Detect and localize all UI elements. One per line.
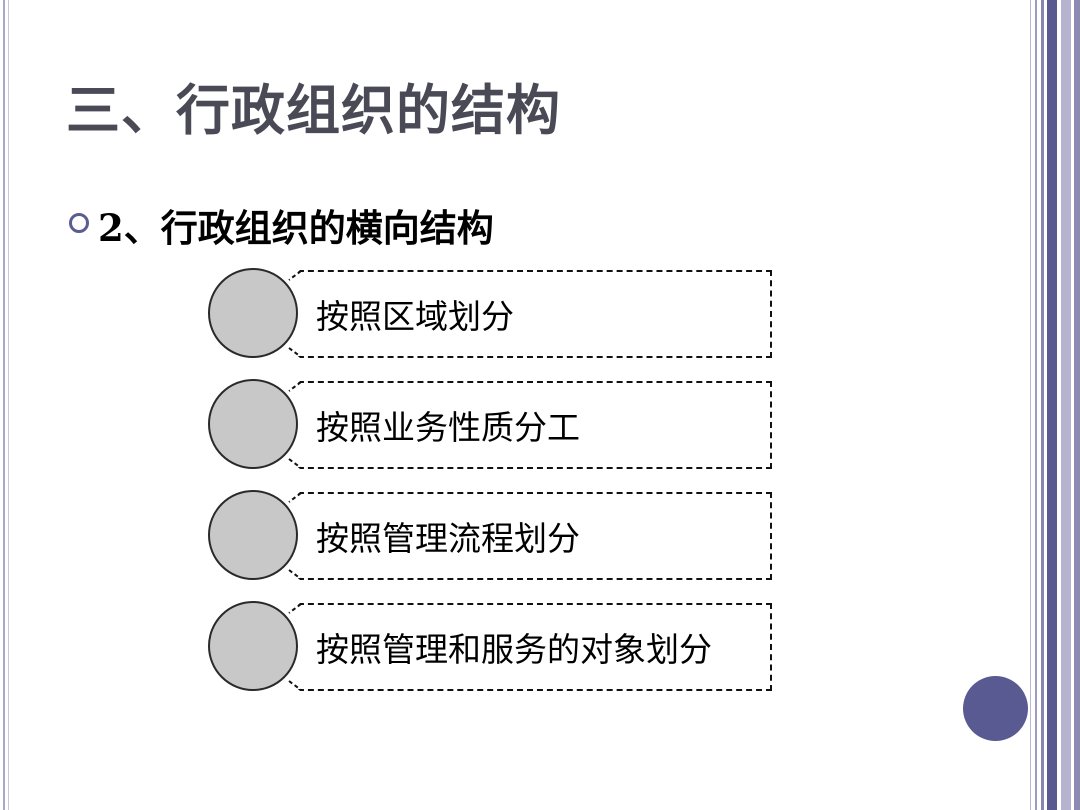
circle-icon	[208, 268, 298, 358]
dashed-label-box	[288, 381, 772, 469]
list-item: 按照管理和服务的对象划分	[206, 601, 776, 693]
dashed-label-box	[288, 270, 772, 358]
list-item: 按照业务性质分工	[206, 379, 776, 471]
box-bevel-edge	[288, 381, 302, 469]
list-item: 按照管理流程划分	[206, 490, 776, 582]
item-label: 按照管理和服务的对象划分	[316, 630, 712, 669]
dashed-label-box	[288, 603, 772, 691]
stripe	[1030, 0, 1031, 810]
slide-subtitle: 2、行政组织的横向结构	[98, 206, 494, 250]
dashed-label-box	[288, 492, 772, 580]
slide-title: 三、行政组织的结构	[66, 78, 561, 142]
item-label: 按照业务性质分工	[316, 408, 580, 447]
box-bevel-edge	[288, 270, 302, 358]
circle-icon	[208, 601, 298, 691]
left-border-line	[3, 0, 5, 810]
left-border-line-thin	[8, 0, 9, 810]
stripe	[1061, 0, 1071, 810]
box-bevel-edge	[288, 492, 302, 580]
list-item: 按照区域划分	[206, 268, 776, 360]
stripe	[1035, 0, 1037, 810]
right-stripe-bar	[1030, 0, 1080, 810]
circle-icon	[208, 490, 298, 580]
circle-icon	[208, 379, 298, 469]
item-label: 按照管理流程划分	[316, 519, 580, 558]
stripe	[1041, 0, 1044, 810]
ring-bullet-icon	[69, 213, 89, 233]
box-bevel-edge	[288, 603, 302, 691]
stripe	[1047, 0, 1057, 810]
item-label: 按照区域划分	[316, 297, 514, 336]
stripe	[1074, 0, 1080, 810]
dot-icon	[963, 676, 1028, 741]
